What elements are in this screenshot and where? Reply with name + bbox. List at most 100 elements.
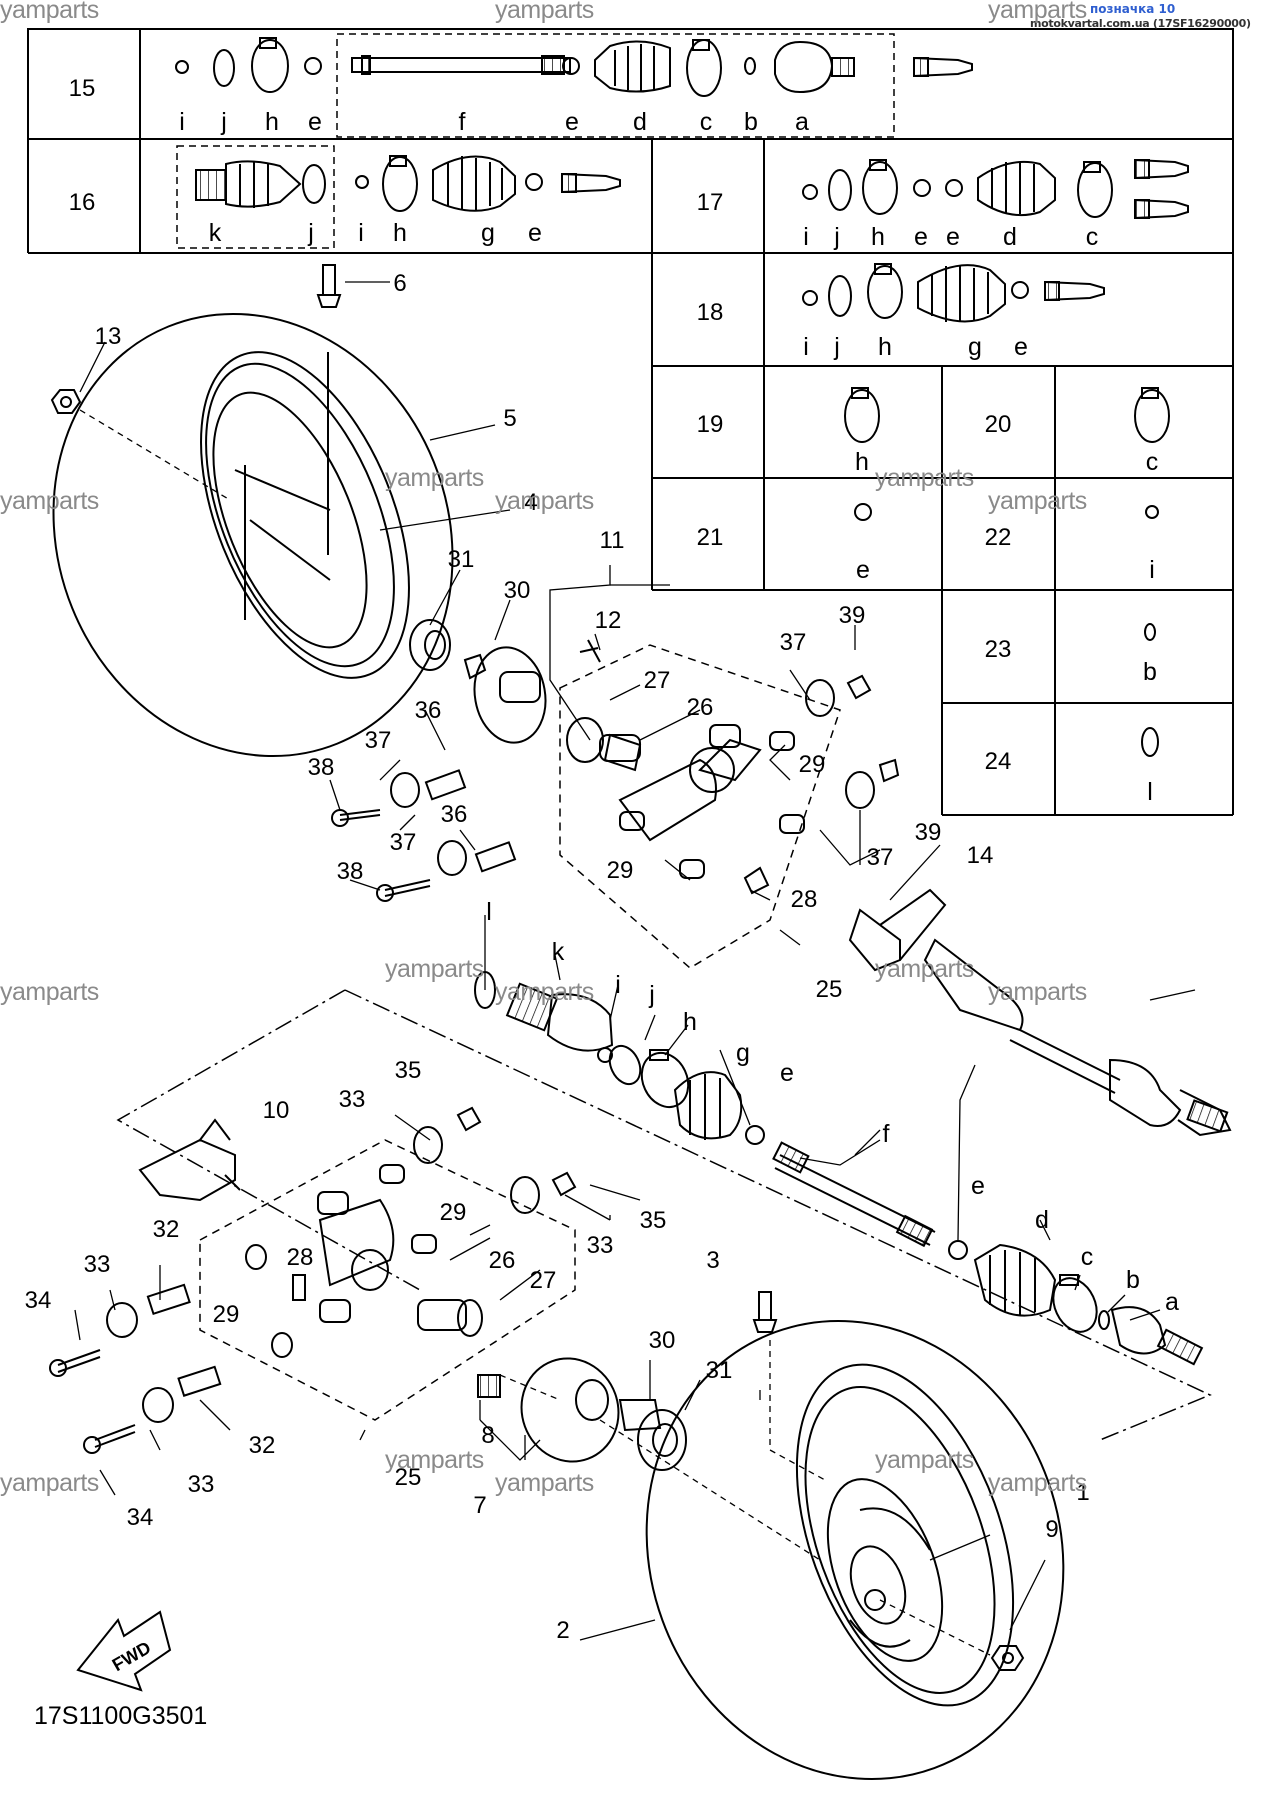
watermark: yamparts: [0, 978, 99, 1006]
header-source: motokvartal.com.ua (17SF16290000): [1030, 17, 1251, 30]
valve-6: [316, 264, 342, 308]
upper-arm: [599, 674, 900, 895]
callout-29c: 29: [440, 1199, 467, 1226]
svg-text:l: l: [486, 898, 492, 926]
callout-37a: 37: [780, 629, 807, 656]
center-shaft-parts: [474, 971, 1204, 1366]
row-16-number: 16: [69, 189, 96, 216]
watermark: yamparts: [875, 1446, 974, 1474]
dash-dot-box: [116, 989, 1212, 1441]
callout-36b: 36: [441, 801, 468, 828]
lower-arm-box: [199, 1139, 576, 1421]
callout-36a: 36: [415, 697, 442, 724]
svg-text:h: h: [878, 333, 892, 361]
nut-13: [50, 389, 82, 414]
svg-text:h: h: [871, 223, 885, 251]
svg-text:e: e: [914, 223, 928, 251]
svg-text:i: i: [1149, 556, 1155, 584]
lower-arm: [138, 1106, 577, 1358]
nut-9: [990, 1645, 1025, 1671]
svg-text:h: h: [265, 108, 279, 136]
svg-text:d: d: [1035, 1206, 1049, 1234]
callout-31a: 31: [448, 546, 475, 573]
watermark: yamparts: [988, 0, 1087, 24]
diagram-code: 17S1100G3501: [34, 1702, 208, 1730]
header-label: позначка 10: [1090, 2, 1176, 16]
watermark: yamparts: [0, 487, 99, 515]
watermark: yamparts: [988, 978, 1087, 1006]
callout-35b: 35: [640, 1207, 667, 1234]
table-letters: i j h e f e d c b a k j i h g e i j h e …: [179, 108, 1158, 806]
callout-13: 13: [95, 323, 122, 350]
callout-25b: 25: [395, 1464, 422, 1491]
leader-13: [79, 409, 231, 501]
svg-text:d: d: [633, 108, 647, 136]
callout-33a: 33: [339, 1086, 366, 1113]
valve-3: [752, 1291, 778, 1333]
watermark: yamparts: [495, 0, 594, 24]
fwd-arrow-icon: FWD: [76, 1610, 172, 1692]
callout-39b: 39: [915, 819, 942, 846]
watermark: yamparts: [385, 955, 484, 983]
watermark: yamparts: [875, 955, 974, 983]
svg-text:d: d: [1003, 223, 1017, 251]
callout-39a: 39: [839, 602, 866, 629]
upper-hub-parts: [331, 619, 642, 902]
row-23-number: 23: [985, 636, 1012, 663]
svg-text:a: a: [1165, 1288, 1179, 1316]
svg-text:e: e: [308, 108, 322, 136]
callout-32a: 32: [153, 1216, 180, 1243]
svg-text:j: j: [648, 981, 655, 1009]
callout-26a: 26: [687, 694, 714, 721]
callout-8: 8: [481, 1422, 494, 1449]
row-22-number: 22: [985, 524, 1012, 551]
callout-35a: 35: [395, 1057, 422, 1084]
callout-34b: 34: [127, 1504, 154, 1531]
callout-31b: 31: [706, 1357, 733, 1384]
svg-text:e: e: [856, 556, 870, 584]
front-wheel: [52, 312, 454, 758]
rear-wheel: [645, 1319, 1065, 1781]
svg-text:g: g: [736, 1039, 750, 1067]
valve-3-leader: [769, 1340, 826, 1481]
svg-text:c: c: [1146, 448, 1159, 476]
watermark: yamparts: [0, 1469, 99, 1497]
svg-text:h: h: [855, 448, 869, 476]
row-19-number: 19: [697, 411, 724, 438]
svg-text:h: h: [683, 1008, 697, 1036]
leader-9: [879, 1599, 991, 1656]
table-parts-art: [175, 37, 1189, 757]
callout-1: 1: [1076, 1479, 1089, 1506]
callout-29b: 29: [607, 857, 634, 884]
svg-text:f: f: [459, 108, 466, 136]
svg-text:c: c: [1081, 1243, 1094, 1271]
callout-28b: 28: [287, 1244, 314, 1271]
callout-33d: 33: [188, 1471, 215, 1498]
callout-9: 9: [1045, 1516, 1058, 1543]
svg-text:g: g: [968, 333, 982, 361]
svg-text:e: e: [946, 223, 960, 251]
callout-30a: 30: [504, 577, 531, 604]
lower-hub-leader: [499, 1374, 821, 1561]
callout-12: 12: [595, 607, 622, 634]
callout-38a: 38: [308, 754, 335, 781]
svg-text:e: e: [528, 219, 542, 247]
parts-table: [27, 28, 1234, 816]
row-21-number: 21: [697, 524, 724, 551]
svg-text:e: e: [565, 108, 579, 136]
lower-hub-parts: [477, 1357, 687, 1471]
callout-14: 14: [967, 842, 994, 869]
svg-text:e: e: [971, 1172, 985, 1200]
fwd-label: FWD: [109, 1637, 154, 1675]
callout-5: 5: [503, 405, 516, 432]
callout-28a: 28: [791, 886, 818, 913]
svg-text:f: f: [883, 1120, 890, 1148]
row-17-number: 17: [697, 189, 724, 216]
callout-33b: 33: [587, 1232, 614, 1259]
svg-text:a: a: [795, 108, 809, 136]
svg-text:e: e: [1014, 333, 1028, 361]
svg-text:i: i: [615, 971, 621, 999]
callout-numbers: 1 2 3 4 5 6 7 8 9 10 11 12 13 14 25 25 2…: [25, 270, 1090, 1644]
lower-arm-hardware: [49, 1283, 222, 1454]
callout-32b: 32: [249, 1432, 276, 1459]
